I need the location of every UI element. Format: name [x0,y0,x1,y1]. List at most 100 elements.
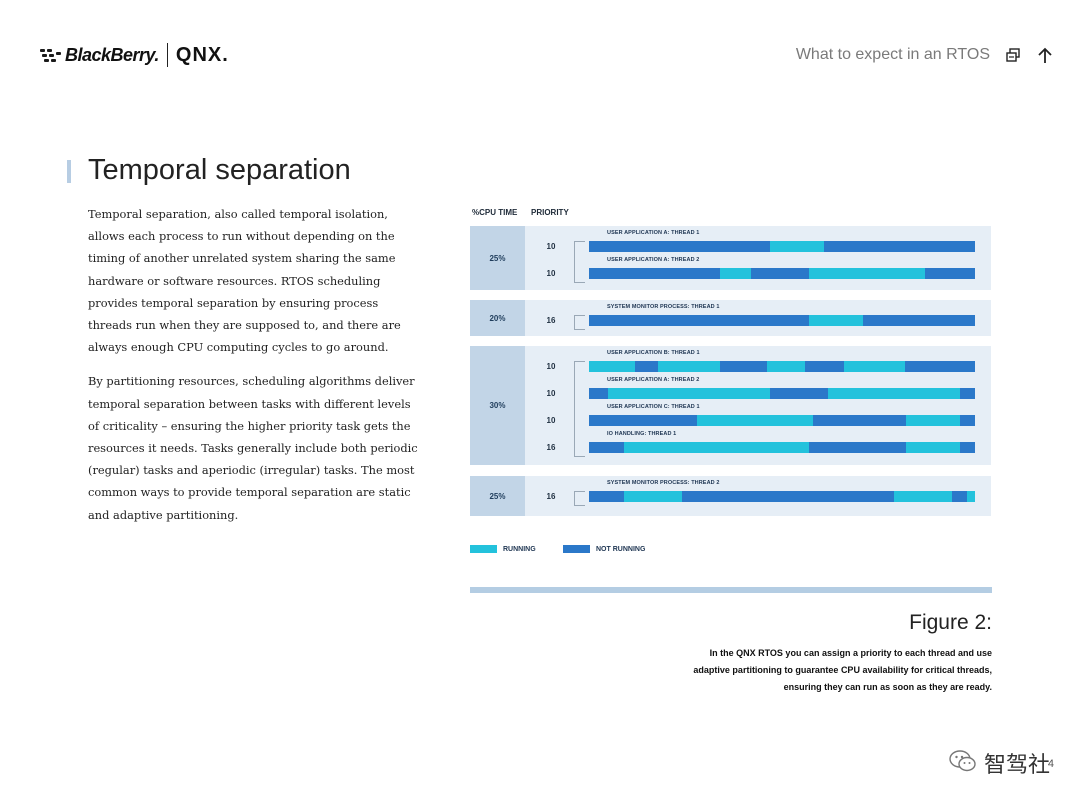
thread-priority: 10 [546,362,556,371]
page-number: 4 [1047,758,1054,770]
not-running-segment [809,442,906,453]
thread-label: SYSTEM MONITOR PROCESS: THREAD 1 [607,304,720,310]
running-segment [720,268,752,279]
legend-running: RUNNING [470,544,536,554]
priority-bracket [574,361,585,457]
not-running-segment [720,361,767,372]
legend-running-swatch [470,545,497,553]
blackberry-icon [40,47,62,63]
running-segment [623,442,809,453]
running-segment [766,361,806,372]
thread-priority: 16 [546,443,556,452]
not-running-segment [589,315,810,326]
partition-group: 20% SYSTEM MONITOR PROCESS: THREAD 1 16 [470,300,991,336]
paragraph-2: By partitioning resources, scheduling al… [88,374,418,522]
priority-bracket [574,315,585,330]
watermark-text: 智驾社 [983,752,1050,777]
running-segment [905,415,960,426]
cpu-percent: 25% [470,226,525,290]
running-segment [770,241,825,252]
thread-timeline-bar [589,388,975,399]
running-segment [608,388,771,399]
watermark: 智驾社 [948,747,1050,779]
running-segment [893,491,952,502]
figure-caption: In the QNX RTOS you can assign a priorit… [652,645,992,696]
scheduling-figure: %CPU TIME PRIORITY RUNNING NOT RUNNING 2… [470,200,992,600]
running-segment [809,268,925,279]
not-running-segment [812,415,906,426]
thread-priority: 10 [546,416,556,425]
figure-title: Figure 2: [909,611,992,634]
not-running-segment [589,388,609,399]
contents-icon[interactable] [1004,46,1022,64]
not-running-segment [905,361,975,372]
thread-timeline-bar [589,315,975,326]
thread-priority: 10 [546,389,556,398]
running-segment [658,361,721,372]
nav-section-title[interactable]: What to expect in an RTOS [795,46,990,63]
thread-priority: 10 [546,242,556,251]
thread-priority: 16 [546,492,556,501]
header-priority: PRIORITY [531,208,569,217]
not-running-segment [589,241,771,252]
qnx-wordmark: QNX. [175,43,229,66]
legend-running-label: RUNNING [503,545,536,553]
thread-label: USER APPLICATION C: THREAD 1 [607,404,700,410]
thread-label: SYSTEM MONITOR PROCESS: THREAD 2 [607,480,720,486]
not-running-segment [589,268,721,279]
not-running-segment [924,268,975,279]
running-segment [623,491,682,502]
not-running-segment [863,315,975,326]
priority-bracket [574,491,585,506]
running-segment [589,361,636,372]
legend-not-running-swatch [563,545,590,553]
thread-timeline-bar [589,241,975,252]
thread-timeline-bar [589,491,975,502]
figure-rule [470,587,992,593]
not-running-segment [951,491,968,502]
not-running-segment [635,361,659,372]
thread-label: USER APPLICATION B: THREAD 1 [607,350,700,356]
header-cpu-time: %CPU TIME [472,208,518,217]
thread-label: IO HANDLING: THREAD 1 [607,431,677,437]
thread-priority: 16 [546,316,556,325]
caption-line: ensuring they can run as soon as they ar… [783,682,992,692]
not-running-segment [681,491,894,502]
thread-priority: 10 [546,269,556,278]
thread-timeline-bar [589,268,975,279]
legend-not-running-label: NOT RUNNING [596,545,646,553]
cpu-percent: 25% [470,476,525,516]
page-title: Temporal separation [88,154,351,186]
thread-timeline-bar [589,361,975,372]
not-running-segment [959,442,975,453]
running-segment [967,491,975,502]
running-segment [809,315,864,326]
not-running-segment [770,388,829,399]
running-segment [697,415,813,426]
wechat-icon [948,748,978,779]
thread-timeline-bar [589,415,975,426]
arrow-up-icon[interactable] [1036,46,1054,64]
caption-line: In the QNX RTOS you can assign a priorit… [709,648,992,658]
not-running-segment [805,361,844,372]
thread-label: USER APPLICATION A: THREAD 2 [607,257,700,263]
partition-group: 25% SYSTEM MONITOR PROCESS: THREAD 2 16 [470,476,991,516]
cpu-percent: 20% [470,300,525,336]
running-segment [828,388,960,399]
not-running-segment [589,442,624,453]
top-nav: What to expect in an RTOS [796,46,1054,64]
paragraph-1: Temporal separation, also called tempora… [88,207,401,355]
cpu-percent: 30% [470,346,525,465]
thread-label: USER APPLICATION A: THREAD 1 [607,230,700,236]
priority-bracket [574,241,585,283]
not-running-segment [959,388,975,399]
blackberry-wordmark: BlackBerry. [65,44,159,65]
legend-not-running: NOT RUNNING [563,544,645,554]
not-running-segment [589,491,624,502]
caption-line: adaptive partitioning to guarantee CPU a… [693,665,992,675]
not-running-segment [824,241,975,252]
section-accent-bar [67,160,71,183]
not-running-segment [589,415,698,426]
